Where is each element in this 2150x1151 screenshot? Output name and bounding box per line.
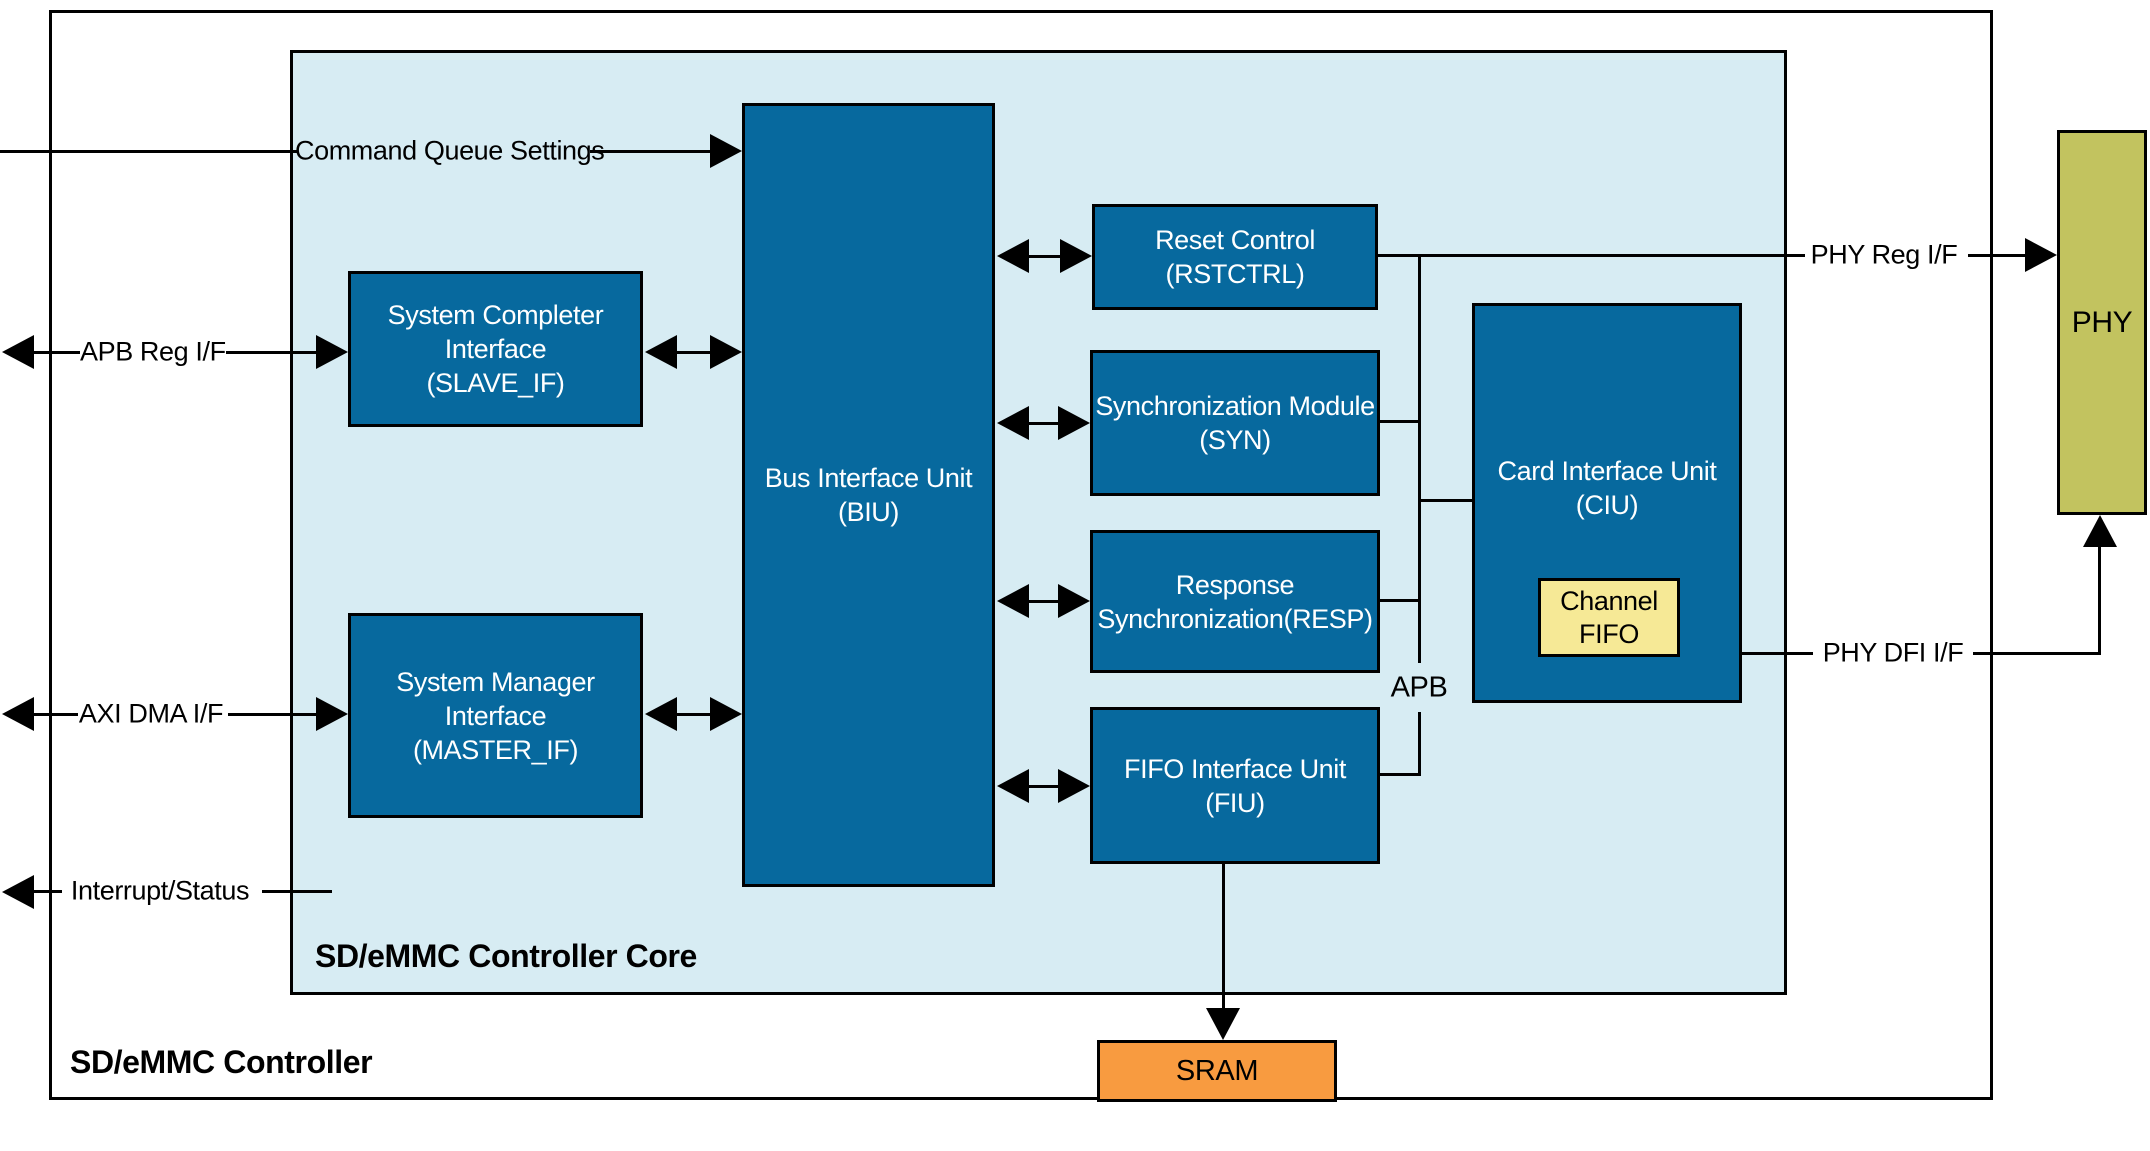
arrowhead-left-icon: [997, 584, 1029, 618]
channel-fifo-label: FIFO: [1579, 618, 1639, 649]
apb-bus-label: APB: [1390, 671, 1448, 704]
arrowhead-right-icon: [1058, 584, 1090, 618]
arrowhead-right-icon: [710, 335, 742, 369]
connector-line: [1973, 652, 2101, 655]
connector-line: [1378, 254, 1805, 257]
arrowhead-left-icon: [645, 697, 677, 731]
biu-label: Bus Interface Unit: [764, 463, 973, 493]
fiu-block: FIFO Interface Unit (FIU): [1090, 707, 1380, 864]
biu-label: (BIU): [838, 497, 899, 527]
sram-block: SRAM: [1097, 1040, 1337, 1102]
ciu-label: (CIU): [1575, 490, 1639, 520]
slave-if-label: Interface: [444, 334, 547, 364]
ciu-block: Card Interface Unit (CIU) Channel FIFO: [1472, 303, 1742, 703]
connector-line: [2098, 547, 2101, 655]
master-if-label: System Manager: [396, 666, 595, 697]
apb-bus-line: [1418, 255, 1421, 663]
connector-line: [34, 890, 62, 893]
syn-label: Synchronization Module: [1095, 391, 1375, 421]
phy-dfi-if-label: PHY DFI I/F: [1822, 637, 1964, 668]
rstctrl-block: Reset Control (RSTCTRL): [1092, 204, 1378, 310]
master-if-label: (MASTER_IF): [412, 734, 579, 765]
connector-line: [1222, 864, 1225, 1008]
resp-label: Response: [1175, 569, 1295, 600]
arrowhead-left-icon: [2, 335, 34, 369]
arrowhead-right-icon: [710, 697, 742, 731]
slave-if-label: System Completer: [387, 300, 604, 330]
resp-label: Synchronization(RESP): [1097, 603, 1373, 634]
channel-fifo-label: Channel: [1560, 585, 1658, 616]
controller-core-title: SD/eMMC Controller Core: [315, 938, 697, 974]
connector-line: [228, 713, 318, 716]
arrowhead-right-icon: [316, 697, 348, 731]
phy-label: PHY: [2071, 305, 2133, 339]
sd-emmc-controller-box: [49, 10, 1993, 1100]
arrowhead-left-icon: [997, 406, 1029, 440]
axi-dma-if-label: AXI DMA I/F: [78, 698, 224, 729]
arrowhead-right-icon: [2025, 238, 2057, 272]
arrowhead-down-icon: [1206, 1008, 1240, 1040]
controller-title: SD/eMMC Controller: [70, 1044, 373, 1080]
arrowhead-right-icon: [710, 134, 742, 168]
connector-line: [0, 150, 297, 153]
syn-label: (SYN): [1199, 425, 1271, 455]
connector-line: [34, 713, 78, 716]
arrowhead-left-icon: [2, 697, 34, 731]
arrowhead-left-icon: [645, 335, 677, 369]
arrowhead-left-icon: [997, 769, 1029, 803]
connector-line: [1027, 422, 1060, 425]
connector-line: [34, 351, 80, 354]
phy-reg-if-label: PHY Reg I/F: [1810, 239, 1958, 270]
rstctrl-label: (RSTCTRL): [1165, 259, 1305, 289]
resp-block: Response Synchronization(RESP): [1090, 530, 1380, 673]
connector-line: [262, 890, 332, 893]
connector-line: [1742, 652, 1813, 655]
sram-label: SRAM: [1175, 1054, 1259, 1087]
interrupt-status-label: Interrupt/Status: [70, 875, 250, 906]
channel-fifo-block: Channel FIFO: [1538, 578, 1680, 657]
arrowhead-right-icon: [316, 335, 348, 369]
arrowhead-right-icon: [1058, 406, 1090, 440]
connector-line: [1378, 773, 1421, 776]
command-queue-settings-label: Command Queue Settings: [295, 135, 605, 166]
connector-line: [1968, 254, 2027, 257]
apb-reg-if-label: APB Reg I/F: [80, 336, 226, 367]
ciu-label: Card Interface Unit: [1497, 456, 1717, 486]
master-if-label: Interface: [444, 700, 547, 731]
connector-line: [675, 351, 712, 354]
connector-line: [1027, 600, 1060, 603]
rstctrl-label: Reset Control: [1155, 225, 1315, 255]
syn-block: Synchronization Module (SYN): [1090, 350, 1380, 496]
biu-block: Bus Interface Unit (BIU): [742, 103, 995, 887]
connector-line: [1418, 499, 1472, 502]
slave-if-block: System Completer Interface (SLAVE_IF): [348, 271, 643, 427]
apb-bus-line: [1418, 712, 1421, 776]
connector-line: [1027, 785, 1060, 788]
connector-line: [590, 150, 712, 153]
arrowhead-right-icon: [1058, 769, 1090, 803]
connector-line: [675, 713, 712, 716]
arrowhead-right-icon: [1060, 239, 1092, 273]
connector-line: [226, 351, 318, 354]
slave-if-label: (SLAVE_IF): [426, 368, 565, 398]
connector-line: [1378, 599, 1420, 602]
connector-line: [1027, 255, 1062, 258]
phy-block: PHY: [2057, 130, 2147, 515]
arrowhead-up-icon: [2083, 515, 2117, 547]
connector-line: [1378, 420, 1420, 423]
fiu-label: FIFO Interface Unit: [1124, 753, 1346, 784]
arrowhead-left-icon: [2, 875, 34, 909]
fiu-label: (FIU): [1205, 787, 1265, 818]
arrowhead-left-icon: [997, 239, 1029, 273]
master-if-block: System Manager Interface (MASTER_IF): [348, 613, 643, 818]
